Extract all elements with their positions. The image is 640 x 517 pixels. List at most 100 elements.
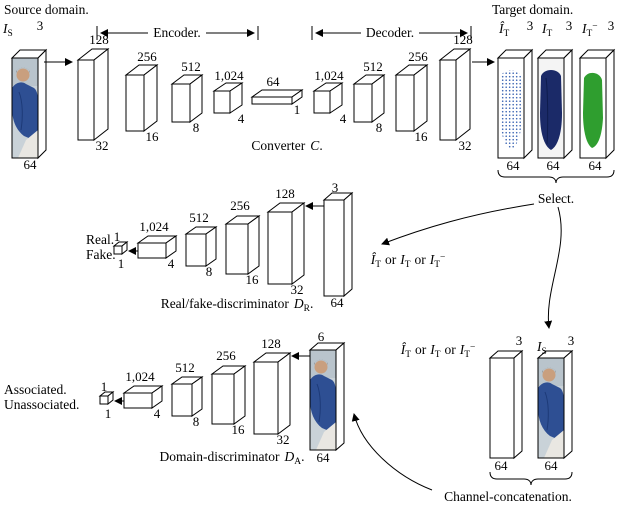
enc3-size: 8 [192, 120, 200, 136]
sym-piece: I [429, 252, 435, 268]
source-image-label: IS [3, 21, 13, 40]
dr-out-bottom: 1 [117, 256, 125, 272]
sym-piece: − [592, 21, 598, 32]
realfake-discriminator-network [112, 191, 354, 298]
target-real-label: IT [542, 21, 552, 40]
sym-piece: T [586, 28, 593, 39]
sym-piece: S [541, 346, 547, 357]
da1-filters: 1,024 [125, 369, 155, 385]
associated-label: Associated. [4, 382, 67, 397]
dr-box-512 [184, 226, 218, 267]
fake-label: Fake. [86, 247, 116, 262]
sym-piece: D [284, 449, 295, 465]
decoder-extent-marker [311, 26, 472, 40]
real-label: Real. [86, 232, 115, 247]
concat-brace [489, 471, 573, 486]
conv-box-256-dec [394, 63, 429, 133]
dr-out-top: 1 [113, 229, 121, 245]
sym-piece: A [294, 456, 302, 467]
sym-piece: . [309, 296, 314, 312]
sym-piece: Î [370, 252, 376, 268]
sym-piece: T [405, 349, 411, 360]
target-pred-size: 64 [506, 158, 520, 174]
dec4-filters: 128 [453, 32, 473, 48]
da-input-size: 64 [316, 450, 330, 466]
da-out-bottom: 1 [104, 406, 112, 422]
domain-discriminator-network [98, 341, 346, 452]
encoder-label: Encoder. [153, 24, 201, 40]
target-image-real [536, 48, 574, 160]
select-label: Select. [537, 190, 575, 206]
da4-size: 32 [276, 432, 290, 448]
conv-box-128-dec [438, 47, 472, 142]
dr4-size: 32 [290, 282, 304, 298]
word-piece: Converter [251, 137, 306, 153]
da-box-512 [170, 376, 204, 417]
sym-piece: I [430, 342, 435, 358]
source-image [10, 48, 48, 160]
converter-network [10, 26, 616, 329]
dr-input-plane [322, 191, 354, 298]
dec2-filters: 512 [363, 59, 383, 75]
sym-piece: I [542, 21, 547, 36]
da-box-256 [210, 365, 247, 425]
da2-filters: 512 [175, 360, 195, 376]
da-output-cube [98, 390, 115, 406]
conv-box-bottleneck [250, 89, 304, 105]
concat-plane-target [488, 349, 524, 460]
da-box-1024 [122, 385, 164, 409]
da3-filters: 256 [216, 348, 236, 364]
da4-filters: 128 [261, 336, 281, 352]
source-size: 64 [23, 157, 37, 173]
da-box-128 [252, 352, 292, 435]
source-channels: 3 [36, 18, 44, 34]
sym-piece: T [434, 259, 440, 270]
enc2-size: 16 [145, 129, 159, 145]
sym-piece: C [310, 137, 320, 153]
sym-piece: S [7, 28, 13, 39]
sym-piece: − [439, 252, 446, 263]
encoder-extent-marker [96, 26, 259, 40]
dr-box-1024 [136, 235, 178, 259]
dr-input-size: 64 [330, 295, 344, 311]
word-piece: or [444, 342, 456, 358]
dr2-size: 8 [205, 264, 213, 280]
concat-plane1-size: 64 [494, 458, 508, 474]
target-neg-channels: 3 [607, 18, 615, 34]
enc4-size: 4 [237, 111, 245, 127]
dec1-filters: 1,024 [314, 68, 344, 84]
sym-piece: I [400, 252, 405, 268]
sym-piece: I [537, 339, 542, 354]
target-neg-size: 64 [588, 158, 602, 174]
bottleneck-size: 1 [293, 102, 301, 118]
word-piece: or [414, 252, 426, 268]
word-piece: or [384, 252, 397, 268]
dec4-size: 32 [458, 138, 472, 154]
dr3-filters: 256 [230, 198, 250, 214]
conv-box-512-dec [352, 74, 386, 123]
enc1-filters: 128 [89, 32, 109, 48]
targets-brace [497, 169, 615, 184]
word-piece: Real/fake-discriminator [160, 296, 289, 312]
select-to-dr-arrow [381, 203, 535, 246]
enc3-filters: 512 [181, 59, 201, 75]
select-to-concat-arrow [544, 206, 562, 329]
concat-to-da-arrow [351, 413, 433, 491]
sym-piece: I [3, 21, 8, 36]
sym-piece: T [503, 28, 510, 39]
da1-size: 4 [153, 406, 161, 422]
da2-size: 8 [192, 414, 200, 430]
dr2-filters: 512 [189, 210, 209, 226]
dr1-size: 4 [167, 256, 175, 272]
sym-piece: T [375, 259, 381, 270]
target-real-channels: 3 [565, 18, 573, 34]
sym-piece: I [582, 21, 587, 36]
sym-piece: . [301, 449, 305, 465]
enc4-filters: 1,024 [214, 68, 244, 84]
dec1-size: 4 [339, 111, 347, 127]
conv-box-1024-dec [312, 82, 344, 114]
